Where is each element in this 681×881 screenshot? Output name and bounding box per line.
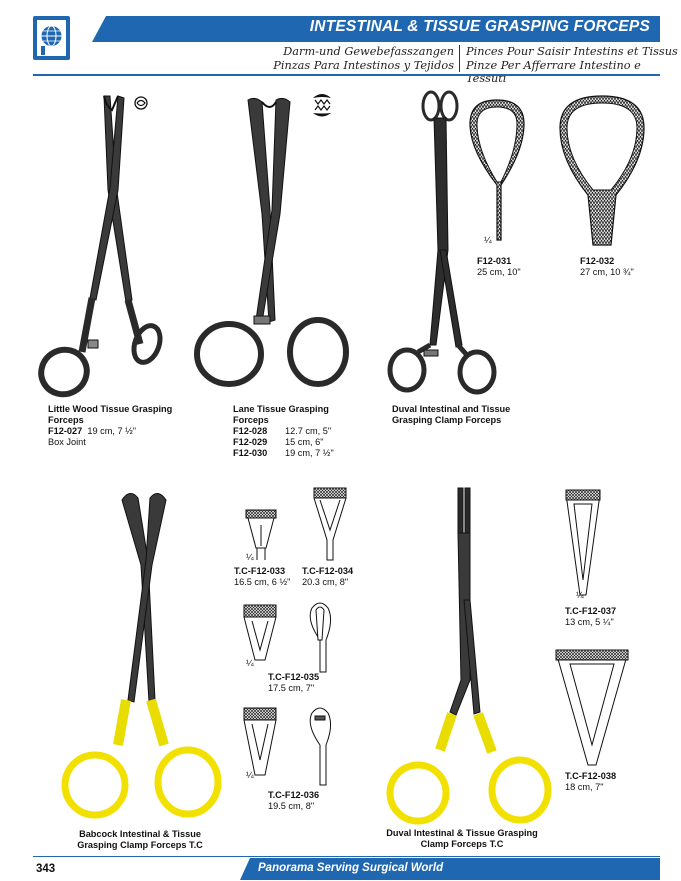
f12-031-code: F12-031 [477, 256, 512, 266]
f12-031-caption: F12-031 25 cm, 10" [477, 256, 521, 278]
duval-forceps-image [387, 90, 497, 395]
little-wood-name-1: Little Wood Tissue Grasping [48, 404, 173, 414]
little-wood-code: F12-027 [48, 426, 83, 436]
tc-038-caption: T.C-F12-038 18 cm, 7" [565, 771, 616, 793]
footer-bar [240, 858, 660, 880]
lane-row: F12-029 15 cm, 6" [233, 437, 334, 448]
babcock-tc-caption: Babcock Intestinal & Tissue Grasping Cla… [60, 829, 220, 851]
lane-size: 19 cm, 7 ½" [285, 448, 334, 458]
tc-037-code: T.C-F12-037 [565, 606, 617, 616]
jaw-f12-031-image [469, 99, 525, 241]
lane-code: F12-029 [233, 437, 268, 447]
little-wood-caption: Little Wood Tissue Grasping Forceps F12-… [48, 404, 172, 448]
tc-036-scale: ¼ [246, 770, 254, 780]
jaw-tc-037-image [565, 489, 601, 596]
box-joint-icon [134, 96, 148, 110]
babcock-tc-name-1: Babcock Intestinal & Tissue [79, 829, 201, 839]
tc-035-code: T.C-F12-035 [268, 672, 320, 682]
tc-033-scale: ¼ [246, 552, 254, 562]
duval-tc-name-2: Clamp Forceps T.C [420, 839, 504, 849]
lane-name-2: Forceps [233, 415, 269, 425]
duval-tc-name-1: Duval Intestinal & Tissue Grasping [386, 828, 538, 838]
tc-035-scale: ¼ [246, 658, 254, 668]
little-wood-name-2: Forceps [48, 415, 84, 425]
little-wood-note: Box Joint [48, 437, 86, 447]
jaw-tc-033-image [245, 509, 277, 560]
tc-034-caption: T.C-F12-034 20.3 cm, 8" [302, 566, 353, 588]
tc-036-code: T.C-F12-036 [268, 790, 320, 800]
jaw-tc-035-image [243, 604, 277, 661]
footer-slogan: Panorama Serving Surgical World [258, 862, 444, 874]
lane-code: F12-030 [233, 448, 268, 458]
tc-036-size: 19.5 cm, 8" [268, 801, 315, 811]
tc-033-size: 16.5 cm, 6 ½" [234, 577, 291, 587]
subtitle-spanish: Pinzas Para Intestinos y Tejidos [273, 59, 454, 72]
tc-037-size: 13 cm, 5 ¼" [565, 617, 614, 627]
duval-name-1: Duval Intestinal and Tissue [392, 404, 511, 414]
f12-031-scale: ¼ [484, 235, 492, 245]
duval-tc-forceps-image [386, 487, 552, 825]
tc-033-caption: T.C-F12-033 16.5 cm, 6 ½" [234, 566, 290, 588]
little-wood-forceps-image [38, 95, 163, 398]
subtitle-divider [459, 45, 460, 72]
tc-038-code: T.C-F12-038 [565, 771, 617, 781]
tc-037-caption: T.C-F12-037 13 cm, 5 ¼" [565, 606, 616, 628]
tc-037-scale: ¼ [576, 590, 584, 600]
jaw-f12-032-image [559, 95, 645, 246]
babcock-tc-forceps-image [61, 493, 222, 819]
tc-034-size: 20.3 cm, 8" [302, 577, 349, 587]
jaw-tc-036b-image [309, 707, 332, 786]
tc-035-size: 17.5 cm, 7" [268, 683, 315, 693]
jaw-tc-035b-image [309, 602, 332, 673]
tc-034-code: T.C-F12-034 [302, 566, 354, 576]
page-number: 343 [36, 863, 56, 875]
duval-name-2: Grasping Clamp Forceps [392, 415, 502, 425]
duval-tc-caption: Duval Intestinal & Tissue Grasping Clamp… [376, 828, 548, 850]
lane-forceps-image [194, 97, 349, 387]
tc-036-caption: T.C-F12-036 19.5 cm, 8" [268, 790, 319, 812]
tc-033-code: T.C-F12-033 [234, 566, 286, 576]
subtitle-french: Pinces Pour Saisir Intestins et Tissus [466, 45, 678, 58]
duval-caption: Duval Intestinal and Tissue Grasping Cla… [392, 404, 510, 426]
page-title: INTESTINAL & TISSUE GRASPING FORCEPS [309, 18, 650, 35]
little-wood-size: 19 cm, 7 ½" [87, 426, 137, 436]
f12-032-caption: F12-032 27 cm, 10 ¾" [580, 256, 634, 278]
lane-row: F12-028 12.7 cm, 5" [233, 426, 334, 437]
subtitle-german: Darm-und Gewebefasszangen [283, 45, 454, 58]
f12-032-size: 27 cm, 10 ¾" [580, 267, 634, 277]
babcock-tc-name-2: Grasping Clamp Forceps T.C [77, 840, 203, 850]
serrated-jaw-icon [313, 94, 331, 117]
lane-caption: Lane Tissue Grasping Forceps F12-028 12.7… [233, 404, 334, 459]
jaw-tc-036-image [243, 707, 277, 776]
f12-032-code: F12-032 [580, 256, 615, 266]
jaw-tc-038-image [555, 649, 629, 766]
tc-038-size: 18 cm, 7" [565, 782, 604, 792]
lane-code: F12-028 [233, 426, 268, 436]
jaw-tc-034-image [313, 487, 347, 561]
header-bar [92, 16, 660, 42]
lane-row: F12-030 19 cm, 7 ½" [233, 448, 334, 459]
panorama-logo [33, 16, 70, 60]
lane-size: 12.7 cm, 5" [285, 426, 332, 436]
lane-size: 15 cm, 6" [285, 437, 324, 447]
globe-logo-icon [37, 20, 66, 56]
lane-name-1: Lane Tissue Grasping [233, 404, 329, 414]
footer-rule [33, 856, 660, 857]
f12-031-size: 25 cm, 10" [477, 267, 521, 277]
tc-035-caption: T.C-F12-035 17.5 cm, 7" [268, 672, 319, 694]
header-rule [33, 74, 660, 76]
